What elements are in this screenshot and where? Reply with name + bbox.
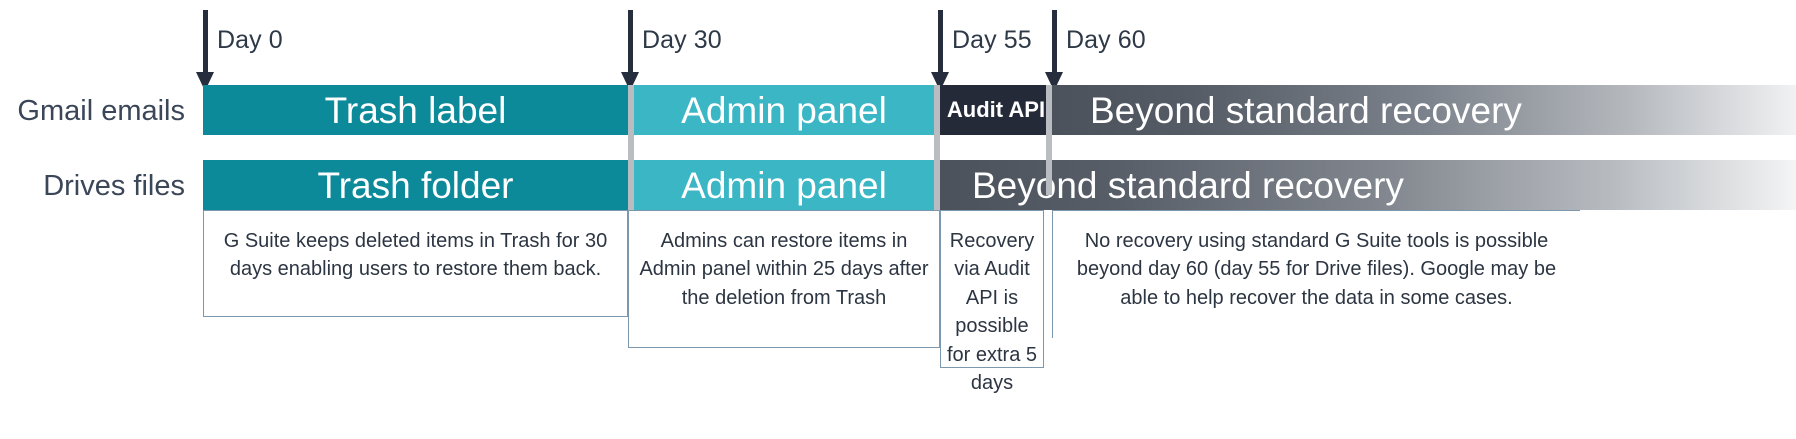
segment-label: Admin panel bbox=[681, 164, 887, 206]
gmail-divider-day55 bbox=[934, 85, 940, 135]
day-marker-label: Day 0 bbox=[217, 26, 283, 54]
gmail-segment-beyond-recovery: Beyond standard recovery bbox=[1052, 85, 1796, 135]
gmail-segment-trash-label: Trash label bbox=[203, 85, 628, 135]
drive-divider-day55 bbox=[934, 160, 940, 210]
note-admin-panel: Admins can restore items in Admin panel … bbox=[628, 210, 940, 348]
gmail-segment-audit-api: Audit API bbox=[940, 85, 1052, 135]
gmail-segment-admin-panel: Admin panel bbox=[628, 85, 940, 135]
segment-label: Beyond standard recovery bbox=[972, 164, 1404, 206]
row-label-drive: Drives files bbox=[43, 170, 185, 202]
note-beyond-recovery: No recovery using standard G Suite tools… bbox=[1052, 210, 1580, 338]
row-label-gmail: Gmail emails bbox=[17, 95, 185, 127]
segment-label: Trash label bbox=[324, 89, 507, 131]
day-marker-label: Day 30 bbox=[642, 26, 722, 54]
gmail-divider-day60 bbox=[1046, 85, 1052, 135]
drive-segment-admin-panel: Admin panel bbox=[628, 160, 940, 210]
note-audit-api: Recovery via Audit API is possible for e… bbox=[940, 210, 1044, 394]
connector-tick-day60 bbox=[1046, 135, 1052, 195]
day-marker-label: Day 55 bbox=[952, 26, 1032, 54]
connector-tick-day55 bbox=[934, 135, 940, 160]
segment-label: Audit API bbox=[946, 97, 1046, 122]
gmail-divider-day30 bbox=[628, 85, 634, 135]
day-marker-label: Day 60 bbox=[1066, 26, 1146, 54]
arrow-shaft bbox=[938, 10, 943, 78]
arrow-shaft bbox=[1052, 10, 1057, 78]
note-trash: G Suite keeps deleted items in Trash for… bbox=[203, 210, 628, 317]
arrow-shaft bbox=[203, 10, 208, 78]
segment-label: Admin panel bbox=[681, 89, 887, 131]
connector-tick-day30 bbox=[628, 135, 634, 160]
drive-segment-trash-folder: Trash folder bbox=[203, 160, 628, 210]
drive-segment-beyond-recovery: Beyond standard recovery bbox=[940, 160, 1796, 210]
segment-label: Beyond standard recovery bbox=[1090, 89, 1522, 131]
arrow-shaft bbox=[628, 10, 633, 78]
drive-divider-day30 bbox=[628, 160, 634, 210]
segment-label: Trash folder bbox=[317, 164, 514, 206]
